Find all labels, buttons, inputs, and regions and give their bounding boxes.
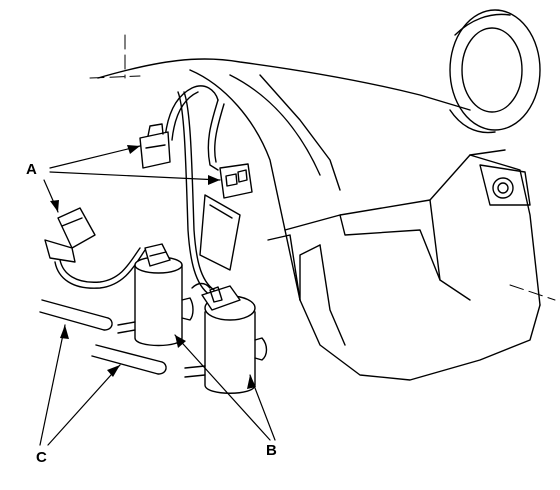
solenoid-valve-left — [117, 243, 194, 347]
callout-c: C — [36, 449, 47, 466]
arrow-heads — [50, 145, 256, 389]
pulley — [449, 9, 541, 134]
connector-top — [139, 123, 171, 169]
connector-right — [219, 163, 253, 199]
solenoid-valve-right — [184, 282, 268, 394]
vacuum-hoses — [39, 299, 167, 375]
wire-harness — [164, 85, 225, 296]
callout-a: A — [26, 161, 37, 178]
mount-bolt — [479, 164, 531, 206]
connector-left — [44, 207, 151, 289]
leader-lines — [39, 145, 276, 446]
callout-b: B — [266, 442, 277, 459]
engine-block — [97, 58, 541, 381]
